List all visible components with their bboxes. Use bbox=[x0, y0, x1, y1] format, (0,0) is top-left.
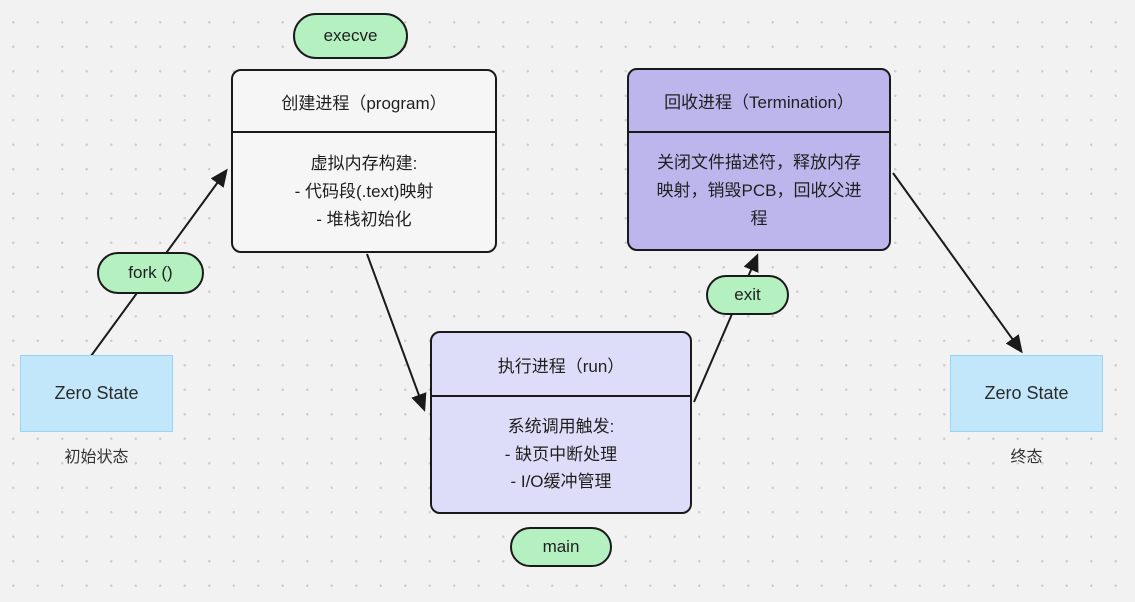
node-run-process: 执行进程（run） 系统调用触发: - 缺页中断处理 - I/O缓冲管理 bbox=[430, 331, 692, 514]
body-line: - 代码段(.text)映射 bbox=[294, 182, 434, 202]
body-line: - 堆栈初始化 bbox=[316, 209, 412, 229]
edge-label-fork: fork () bbox=[97, 252, 204, 294]
caption-final-state: 终态 bbox=[1010, 449, 1043, 466]
node-zero-state-start: Zero State bbox=[20, 355, 173, 432]
node-create-body: 虚拟内存构建: - 代码段(.text)映射 - 堆栈初始化 bbox=[233, 133, 495, 251]
body-line: - I/O缓冲管理 bbox=[510, 472, 612, 492]
body-line: 系统调用触发: bbox=[507, 416, 615, 436]
edge-terminate-to-zeroend bbox=[892, 172, 1023, 354]
edge-label-exit: exit bbox=[706, 275, 789, 315]
caption-initial-state: 初始状态 bbox=[64, 449, 129, 466]
body-line: 关闭文件描述符，释放内存映射，销毁PCB，回收父进程 bbox=[656, 153, 862, 228]
node-create-process: 创建进程（program） 虚拟内存构建: - 代码段(.text)映射 - 堆… bbox=[231, 69, 497, 253]
node-terminate-body: 关闭文件描述符，释放内存映射，销毁PCB，回收父进程 bbox=[629, 133, 889, 249]
node-terminate-process: 回收进程（Termination） 关闭文件描述符，释放内存映射，销毁PCB，回… bbox=[627, 68, 891, 251]
node-create-title: 创建进程（program） bbox=[233, 71, 495, 133]
node-run-body: 系统调用触发: - 缺页中断处理 - I/O缓冲管理 bbox=[432, 397, 690, 512]
edge-label-main: main bbox=[510, 527, 612, 567]
body-line: - 缺页中断处理 bbox=[504, 444, 618, 464]
edge-label-execve: execve bbox=[293, 13, 408, 59]
body-line: 虚拟内存构建: bbox=[310, 154, 418, 174]
edge-create-to-run bbox=[366, 253, 427, 412]
node-terminate-title: 回收进程（Termination） bbox=[629, 70, 889, 133]
node-zero-state-end: Zero State bbox=[950, 355, 1103, 432]
node-run-title: 执行进程（run） bbox=[432, 333, 690, 397]
